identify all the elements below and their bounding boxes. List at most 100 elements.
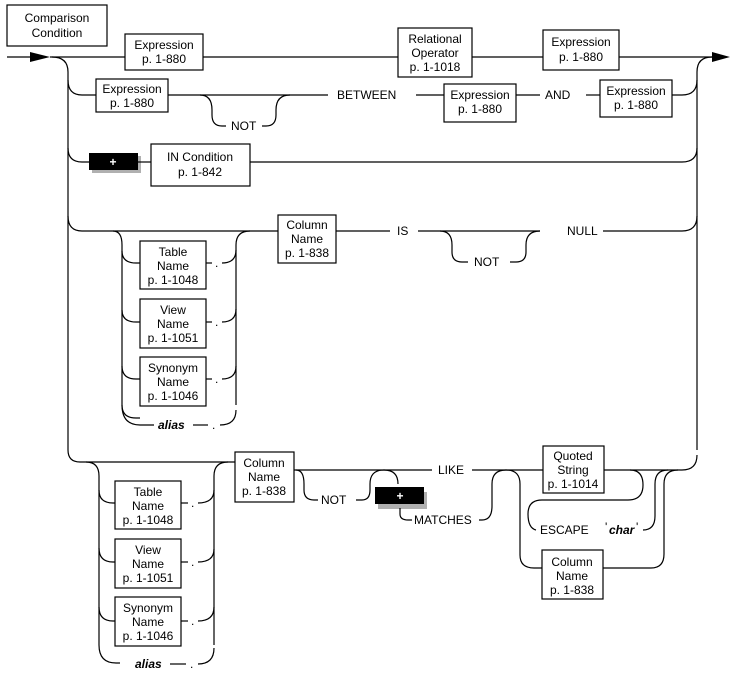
kw-matches: MATCHES <box>414 513 472 527</box>
kw-is: IS <box>397 224 408 238</box>
branch-line <box>221 249 237 264</box>
svg-text:Name: Name <box>556 569 588 583</box>
optional-loop <box>295 469 318 501</box>
svg-text:View: View <box>135 543 161 557</box>
svg-text:Name: Name <box>132 615 164 629</box>
dot-separator: . <box>190 657 193 671</box>
svg-text:p. 1-1014: p. 1-1014 <box>548 477 599 491</box>
svg-text:p. 1-880: p. 1-880 <box>110 96 154 110</box>
kw-alias-2: alias <box>135 657 162 671</box>
branch-line <box>121 309 140 323</box>
branch-line <box>603 215 698 232</box>
svg-text:Column: Column <box>551 555 592 569</box>
branch-line <box>219 409 237 426</box>
kw-null: NULL <box>567 224 598 238</box>
exit-arrow-icon <box>712 52 730 62</box>
escape-loop <box>527 469 644 531</box>
svg-text:Table: Table <box>134 485 163 499</box>
optional-loop <box>199 94 226 127</box>
qualifier-loop-right <box>213 461 229 645</box>
box-synonym-name-1: Synonym Name p. 1-1046 <box>139 356 207 407</box>
dot-separator: . <box>191 496 194 510</box>
kw-escape: ESCAPE <box>540 523 589 537</box>
optional-loop <box>262 94 291 127</box>
branch-line <box>98 606 115 622</box>
svg-text:Expression: Expression <box>102 82 161 96</box>
quote-mark: ' <box>605 520 607 534</box>
title-line-2: Condition <box>32 26 83 40</box>
svg-text:Synonym: Synonym <box>123 601 173 615</box>
svg-text:Synonym: Synonym <box>148 361 198 375</box>
branch-line <box>603 469 679 569</box>
title-line-1: Comparison <box>25 11 90 25</box>
box-table-name-2: Table Name p. 1-1048 <box>114 480 182 530</box>
branch-line <box>642 469 669 531</box>
box-expression-top-2: Expression p. 1-880 <box>542 29 620 71</box>
qualifier-loop-left <box>85 461 120 664</box>
title-box: Comparison Condition <box>6 4 108 47</box>
box-expression-between-right: Expression p. 1-880 <box>599 79 673 118</box>
svg-text:p. 1-880: p. 1-880 <box>614 98 658 112</box>
optional-loop <box>439 230 468 263</box>
svg-text:View: View <box>160 303 186 317</box>
right-rail <box>696 56 713 450</box>
branch-line <box>197 548 215 563</box>
qualifier-loop-right <box>235 230 251 405</box>
dot-separator: . <box>191 555 194 569</box>
svg-text:String: String <box>557 463 588 477</box>
branch-line <box>67 215 278 232</box>
svg-text:p. 1-1046: p. 1-1046 <box>148 389 199 403</box>
branch-line <box>221 365 237 380</box>
branch-line <box>98 547 115 563</box>
branch-line <box>672 79 698 96</box>
box-column-name-like: Column Name p. 1-838 <box>234 451 295 503</box>
svg-text:p. 1-838: p. 1-838 <box>550 583 594 597</box>
svg-text:p. 1-1018: p. 1-1018 <box>410 60 461 74</box>
box-synonym-name-2: Synonym Name p. 1-1046 <box>114 596 182 647</box>
box-relational-operator: Relational Operator p. 1-1018 <box>397 27 473 78</box>
entry-arrow-icon <box>30 52 50 62</box>
svg-text:Column: Column <box>286 218 327 232</box>
svg-text:p. 1-880: p. 1-880 <box>559 50 603 64</box>
svg-text:Name: Name <box>291 232 323 246</box>
branch-line <box>98 489 115 504</box>
kw-between: BETWEEN <box>337 88 396 102</box>
svg-text:Table: Table <box>159 245 188 259</box>
svg-text:Relational: Relational <box>408 32 461 46</box>
branch-line <box>197 489 215 504</box>
svg-text:Column: Column <box>243 456 284 470</box>
box-expression-top: Expression p. 1-880 <box>124 33 204 71</box>
quote-mark: ' <box>636 520 638 534</box>
kw-alias-1: alias <box>158 418 185 432</box>
branch-line <box>67 147 90 163</box>
dot-separator: . <box>191 614 194 628</box>
svg-text:Expression: Expression <box>450 88 509 102</box>
branch-line <box>121 250 140 264</box>
left-rail <box>51 56 81 463</box>
branch-line <box>121 365 140 380</box>
svg-text:Name: Name <box>132 499 164 513</box>
optional-loop <box>510 230 541 263</box>
box-view-name-2: View Name p. 1-1051 <box>114 538 182 589</box>
svg-text:Expression: Expression <box>551 35 610 49</box>
svg-text:p. 1-880: p. 1-880 <box>458 102 502 116</box>
svg-text:Expression: Expression <box>606 84 665 98</box>
branch-line <box>505 469 542 569</box>
dot-separator: . <box>215 372 218 386</box>
svg-text:p. 1-880: p. 1-880 <box>142 52 186 66</box>
plus-icon: + <box>396 489 403 503</box>
kw-char: char <box>609 523 636 537</box>
svg-text:p. 1-838: p. 1-838 <box>285 246 329 260</box>
optional-loop <box>356 469 399 501</box>
svg-text:p. 1-838: p. 1-838 <box>242 484 286 498</box>
svg-text:p. 1-1046: p. 1-1046 <box>123 629 174 643</box>
branch-line <box>197 647 215 665</box>
kw-not-like: NOT <box>321 493 347 507</box>
svg-text:p. 1-1051: p. 1-1051 <box>148 331 199 345</box>
svg-text:Name: Name <box>157 375 189 389</box>
svg-text:Quoted: Quoted <box>553 449 592 463</box>
plus-badge-2 <box>375 487 424 504</box>
box-quoted-string: Quoted String p. 1-1014 <box>542 445 605 494</box>
branch-line <box>250 147 698 163</box>
